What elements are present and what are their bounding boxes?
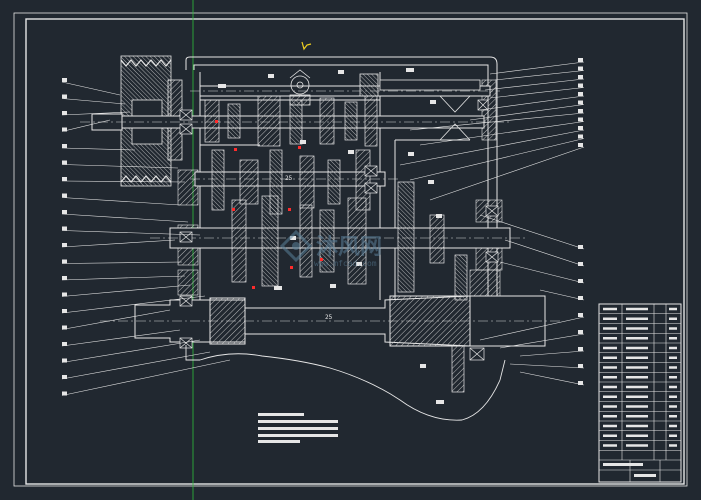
watermark-name: 沐风网 <box>316 235 382 260</box>
leader-left-2 <box>61 94 126 105</box>
leader-right-2 <box>494 66 585 81</box>
shift-rod <box>359 73 481 141</box>
leader-left-17 <box>61 329 181 347</box>
leader-right-14 <box>499 261 585 284</box>
leader-right-11 <box>429 143 585 201</box>
leader-left-10 <box>61 226 201 236</box>
watermark: 沐风网 www.mfcad.com <box>279 229 382 268</box>
title-block <box>598 303 682 483</box>
leader-right-20 <box>519 371 585 386</box>
leader-right-19 <box>509 363 585 369</box>
leader-left-15 <box>61 295 206 314</box>
cursor-icon <box>301 41 312 51</box>
leader-right-15 <box>539 289 585 301</box>
watermark-logo-icon <box>279 229 313 263</box>
leader-left-12 <box>61 259 183 264</box>
leader-right-6 <box>469 100 585 121</box>
casting-left <box>185 345 200 361</box>
spindle-dimension: 25 <box>325 314 333 321</box>
leader-left-5 <box>61 144 136 151</box>
bearings <box>179 99 499 361</box>
red-markers <box>215 120 323 289</box>
leader-left-14 <box>61 284 191 297</box>
leader-right-4 <box>489 83 585 99</box>
leader-left-1 <box>61 78 121 96</box>
leader-left-7 <box>61 177 186 183</box>
shift-knob <box>289 69 311 106</box>
leader-left-3 <box>61 111 131 116</box>
leader-right-5 <box>479 92 585 111</box>
leader-right-17 <box>499 330 585 349</box>
leader-left-9 <box>61 210 189 223</box>
watermark-url: www.mfcad.com <box>314 259 377 268</box>
leader-right-16 <box>479 313 585 341</box>
leader-right-18 <box>519 347 585 357</box>
leader-left-19 <box>61 351 211 380</box>
left-leader-lines <box>61 78 231 396</box>
part-tags <box>218 68 444 404</box>
leader-left-16 <box>61 309 171 330</box>
leader-left-4 <box>61 119 111 132</box>
leader-right-13 <box>504 239 585 267</box>
leader-left-11 <box>61 239 176 248</box>
leader-right-1 <box>489 58 585 75</box>
leader-right-12 <box>479 214 585 250</box>
leader-left-18 <box>61 339 201 363</box>
leader-left-8 <box>61 193 181 206</box>
upper-shaft-dimension: 25 <box>285 175 293 182</box>
right-leader-lines <box>399 58 585 386</box>
leader-left-20 <box>61 359 231 396</box>
leader-left-13 <box>61 275 186 281</box>
leader-left-6 <box>61 160 179 169</box>
leader-right-9 <box>399 126 585 166</box>
leader-right-10 <box>409 134 585 181</box>
casting-outline <box>199 353 506 421</box>
leader-right-7 <box>409 109 585 131</box>
leader-right-8 <box>419 117 585 146</box>
sheet-frame <box>13 12 688 487</box>
leader-right-3 <box>484 75 585 91</box>
technical-notes-block <box>258 413 338 443</box>
